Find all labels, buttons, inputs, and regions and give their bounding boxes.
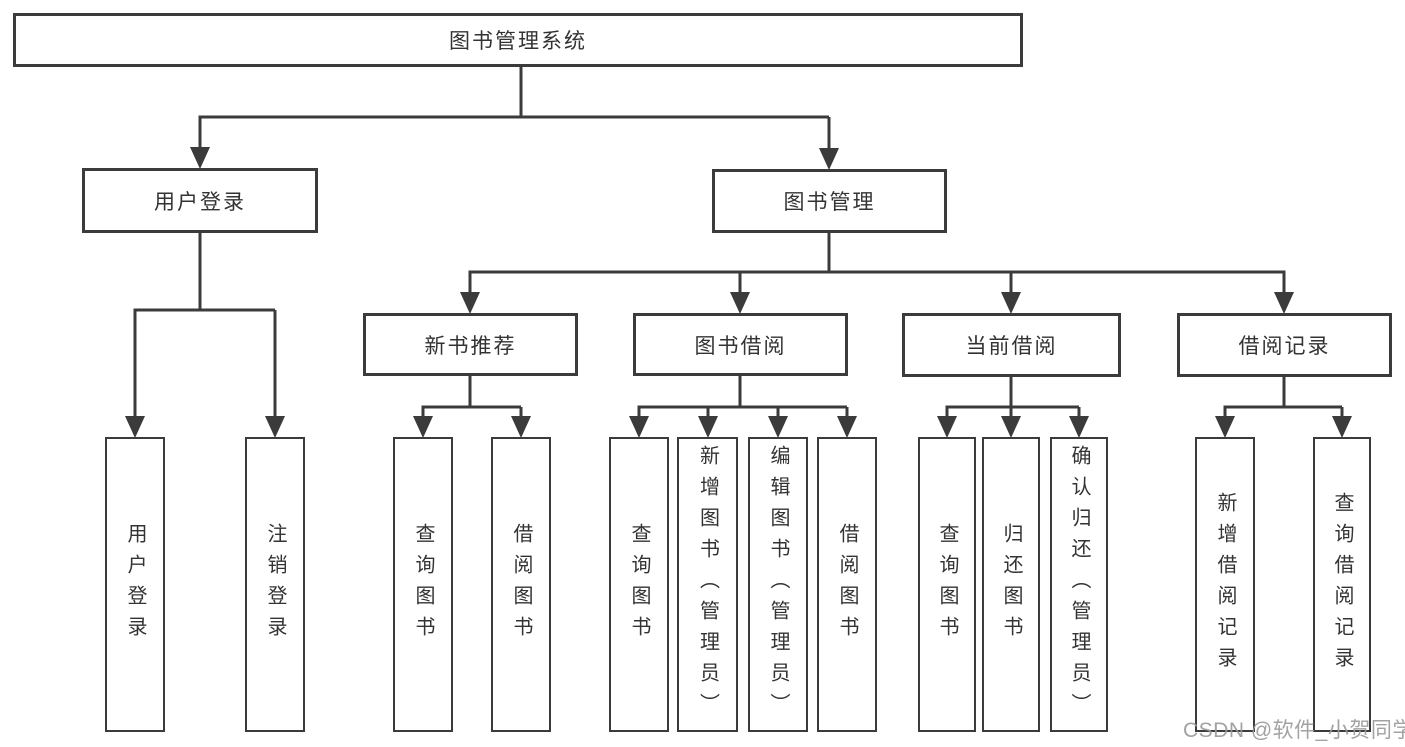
node-label: 用户登录 xyxy=(154,190,246,214)
csdn-watermark: CSDN @软件_小贺同学 xyxy=(1183,719,1405,742)
arrow-down-icon xyxy=(1001,292,1021,314)
node-label: 注销登录 xyxy=(264,522,286,647)
leaf-logout: 注销登录 xyxy=(245,437,305,732)
node-borrow-record: 借阅记录 xyxy=(1177,313,1392,377)
node-library-management-system: 图书管理系统 xyxy=(13,13,1023,67)
node-label: 用户登录 xyxy=(124,522,146,647)
node-current-borrow: 当前借阅 xyxy=(902,313,1121,377)
node-label: 借阅图书 xyxy=(836,522,858,647)
arrow-down-icon xyxy=(937,416,957,438)
node-label: 新增图书（管理员） xyxy=(696,445,719,724)
node-label: 图书管理系统 xyxy=(449,30,587,53)
arrow-down-icon xyxy=(1274,292,1294,314)
arrow-down-icon xyxy=(1069,416,1089,438)
arrow-down-icon xyxy=(265,416,285,438)
leaf-query-book: 查询图书 xyxy=(609,437,669,732)
node-label: 查询图书 xyxy=(936,522,958,647)
leaf-add-borrow-record: 新增借阅记录 xyxy=(1195,437,1255,732)
arrow-down-icon xyxy=(730,292,750,314)
node-label: 借阅图书 xyxy=(510,522,532,647)
node-label: 新增借阅记录 xyxy=(1214,491,1236,678)
node-label: 确认归还（管理员） xyxy=(1068,445,1090,724)
arrow-down-icon xyxy=(698,416,718,438)
arrow-down-icon xyxy=(125,416,145,438)
arrow-down-icon xyxy=(837,416,857,438)
node-label: 查询借阅记录 xyxy=(1331,491,1353,678)
leaf-query-current-borrow: 查询图书 xyxy=(918,437,976,732)
leaf-return-book: 归还图书 xyxy=(982,437,1040,732)
node-label: 查询图书 xyxy=(412,522,434,647)
node-book-borrow: 图书借阅 xyxy=(633,313,848,376)
arrow-down-icon xyxy=(1332,416,1352,438)
node-label: 图书借阅 xyxy=(694,334,787,358)
leaf-borrow-book-recommend: 借阅图书 xyxy=(491,437,551,732)
node-new-book-recommend: 新书推荐 xyxy=(363,313,578,376)
leaf-query-borrow-record: 查询借阅记录 xyxy=(1313,437,1371,732)
arrow-down-icon xyxy=(1001,416,1021,438)
node-label: 新书推荐 xyxy=(424,334,517,358)
node-label: 查询图书 xyxy=(628,522,650,647)
node-label: 编辑图书（管理员） xyxy=(767,445,789,724)
arrow-down-icon xyxy=(511,416,531,438)
leaf-confirm-return-admin: 确认归还（管理员） xyxy=(1050,437,1108,732)
arrow-down-icon xyxy=(460,292,480,314)
leaf-query-book-recommend: 查询图书 xyxy=(393,437,453,732)
arrow-down-icon xyxy=(190,147,210,169)
node-label: 图书管理 xyxy=(783,191,876,214)
arrow-down-icon xyxy=(768,416,788,438)
node-book-management: 图书管理 xyxy=(712,169,947,233)
leaf-edit-book-admin: 编辑图书（管理员） xyxy=(748,437,808,732)
node-label: 归还图书 xyxy=(1000,522,1022,647)
leaf-user-login: 用户登录 xyxy=(105,437,165,732)
arrow-down-icon xyxy=(413,416,433,438)
arrow-down-icon xyxy=(1215,416,1235,438)
leaf-add-book-admin: 新增图书（管理员） xyxy=(677,437,738,732)
node-label: 借阅记录 xyxy=(1238,335,1331,358)
node-label: 当前借阅 xyxy=(965,335,1058,358)
leaf-borrow-book: 借阅图书 xyxy=(817,437,877,732)
node-user-login: 用户登录 xyxy=(82,168,318,233)
arrow-down-icon xyxy=(819,148,839,170)
arrow-down-icon xyxy=(629,416,649,438)
